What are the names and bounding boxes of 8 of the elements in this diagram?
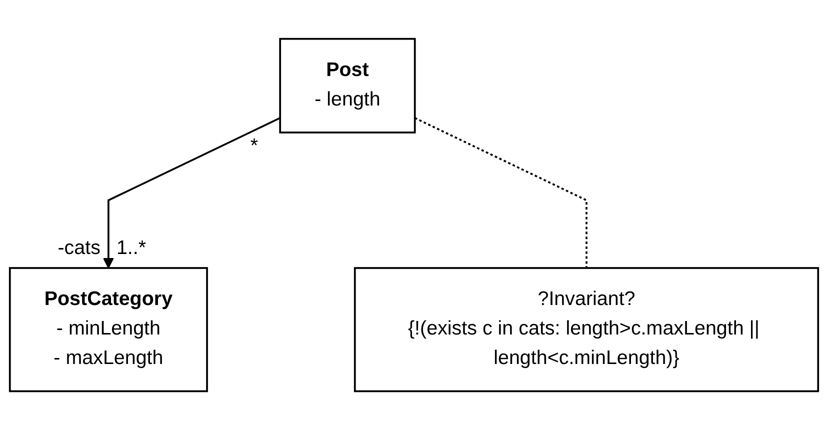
multiplicity-label: * (250, 136, 258, 156)
node-box: Post - length (279, 38, 416, 134)
connector (414, 118, 588, 268)
arrow (103, 118, 280, 269)
multiplicity-label: 1..* (116, 238, 146, 259)
role-name-label: -cats (58, 238, 100, 259)
node-box: PostCategory - minLength - maxLength (8, 268, 208, 393)
node-box: ?Invariant? {!(exists c in cats: length>c.maxLength || length<c.minLength)} (354, 268, 820, 393)
